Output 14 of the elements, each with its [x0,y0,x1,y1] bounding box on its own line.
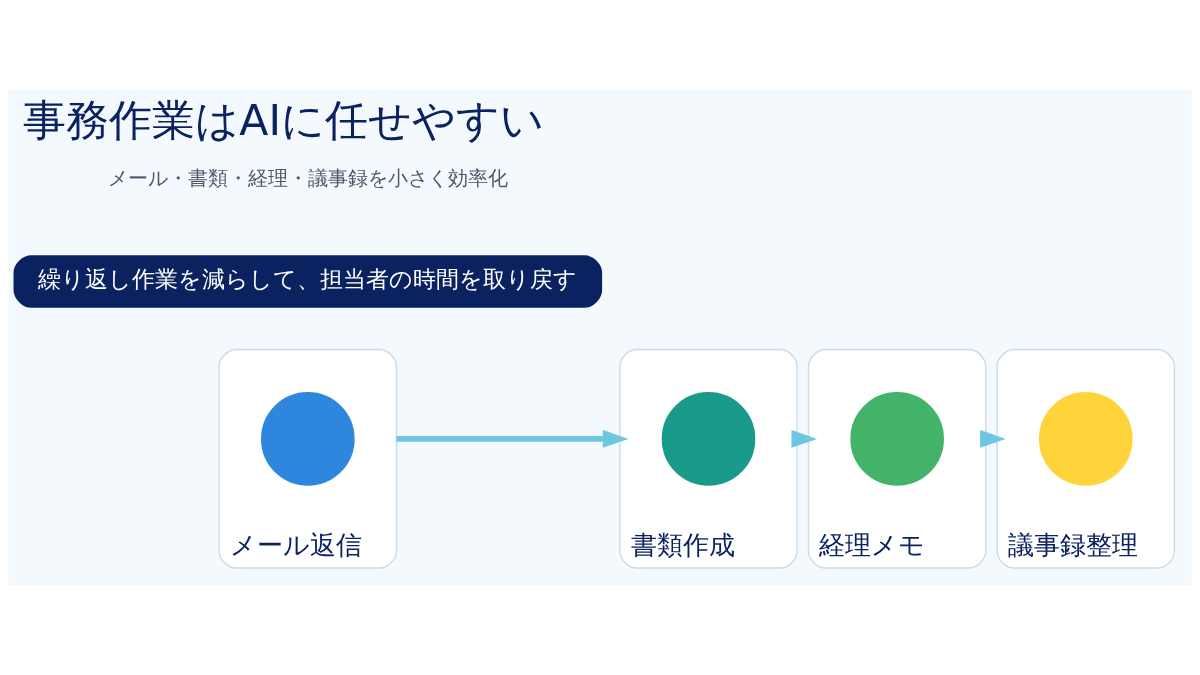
diagram-title: 事務作業はAIに任せやすい [23,96,545,146]
arrow [791,429,818,448]
node-circle [1038,392,1133,486]
arrow [980,429,1006,448]
node-circle [661,392,756,486]
node-box: 繰り返し作業を減らして、担当者の時間を取り戻す [13,255,603,308]
cluster: 書類作成 [619,348,798,569]
cluster: メール返信 [218,348,398,569]
node-circle [261,392,355,486]
node-circle [850,392,944,486]
cluster: 議事録整理 [996,348,1176,569]
arrow [396,429,629,448]
cluster: 経理メモ [807,348,987,569]
label: メール・書類・経理・議事録を小さく効率化 [107,166,508,190]
